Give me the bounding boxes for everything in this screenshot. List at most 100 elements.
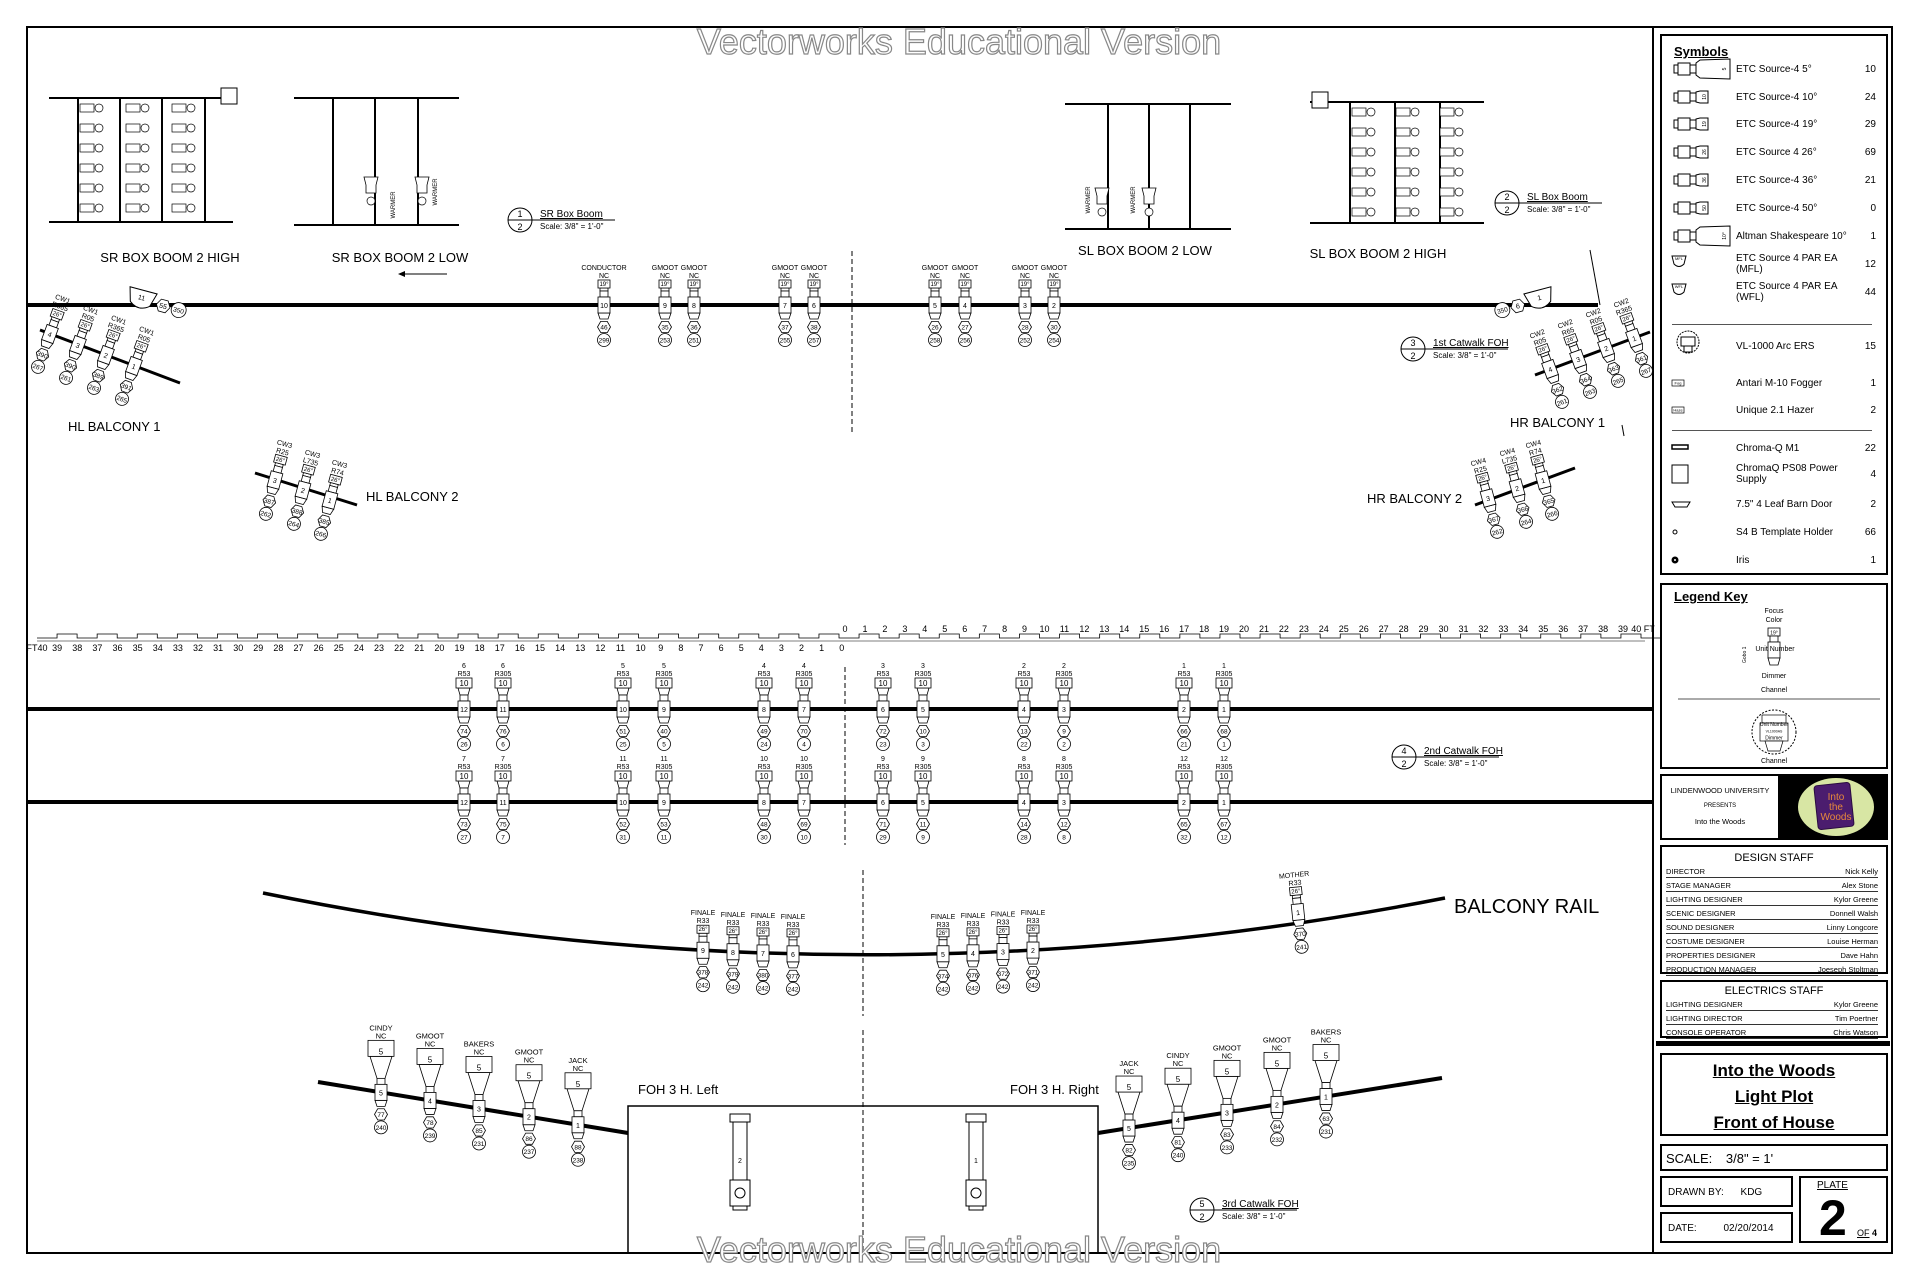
boom-instrument[interactable] bbox=[79, 143, 95, 153]
boom-instrument[interactable] bbox=[125, 183, 141, 193]
boom-instrument[interactable] bbox=[1439, 107, 1455, 117]
boom-instrument[interactable] bbox=[1351, 127, 1367, 137]
boom-instrument[interactable] bbox=[171, 163, 187, 173]
booth-fixture[interactable]: 2 bbox=[729, 1113, 751, 1211]
boom-instrument[interactable] bbox=[414, 176, 430, 194]
boom-instrument[interactable] bbox=[1351, 107, 1367, 117]
boom-instrument[interactable] bbox=[79, 203, 95, 213]
boom-instrument[interactable] bbox=[171, 123, 187, 133]
boom-instrument[interactable] bbox=[1351, 147, 1367, 157]
boom-instrument[interactable] bbox=[1395, 107, 1411, 117]
boom-instrument[interactable] bbox=[1141, 187, 1157, 205]
boom-instrument[interactable] bbox=[1395, 167, 1411, 177]
boom-instrument[interactable] bbox=[171, 183, 187, 193]
boom-instrument[interactable] bbox=[79, 163, 95, 173]
boom-instrument[interactable] bbox=[1439, 127, 1455, 137]
boom-instrument[interactable] bbox=[1395, 187, 1411, 197]
boom-instrument[interactable] bbox=[125, 103, 141, 113]
boom-instrument[interactable] bbox=[1351, 167, 1367, 177]
boom-instrument[interactable] bbox=[79, 123, 95, 133]
boom-instrument[interactable] bbox=[1439, 207, 1455, 217]
boom-instrument[interactable] bbox=[1351, 207, 1367, 217]
boom-instrument[interactable] bbox=[1439, 147, 1455, 157]
boom-instrument[interactable] bbox=[171, 103, 187, 113]
boom-instrument[interactable] bbox=[1395, 127, 1411, 137]
boom-instrument[interactable] bbox=[125, 143, 141, 153]
boom-instrument[interactable] bbox=[1395, 207, 1411, 217]
boom-instrument[interactable] bbox=[125, 163, 141, 173]
boom-instrument[interactable] bbox=[363, 176, 379, 194]
boom-instrument[interactable] bbox=[1439, 167, 1455, 177]
boom-instrument[interactable] bbox=[171, 203, 187, 213]
boom-instrument[interactable] bbox=[1395, 147, 1411, 157]
boom-instrument[interactable] bbox=[79, 103, 95, 113]
boom-instrument[interactable] bbox=[1439, 187, 1455, 197]
boom-instrument[interactable] bbox=[125, 203, 141, 213]
